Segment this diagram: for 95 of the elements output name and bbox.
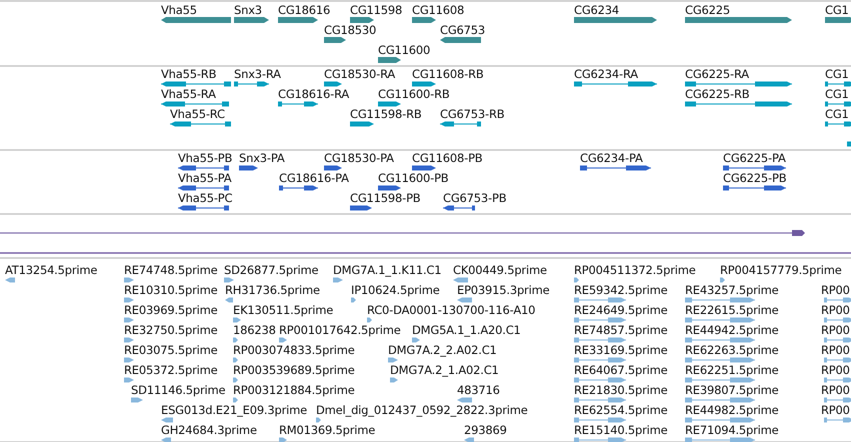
- feature-label: RP00: [821, 323, 850, 337]
- feature-label: RE32750.5prime: [124, 323, 218, 337]
- feature-label: Vha55-PC: [178, 191, 232, 205]
- feature-label: CG18616-RA: [278, 87, 350, 101]
- feature-label: SD11146.5prime: [131, 383, 226, 397]
- feature-label: RE74857.5prime: [574, 323, 668, 337]
- feature-label: CG11608-PB: [412, 151, 482, 165]
- feature-label: AT13254.5prime: [5, 263, 98, 277]
- feature-label: IP10624.5prime: [351, 283, 440, 297]
- feature-label: RE03075.5prime: [124, 343, 218, 357]
- feature-label: Vha55-RB: [161, 67, 216, 81]
- feature-label: RE74748.5prime: [124, 263, 218, 277]
- feature-label: CG6225-PB: [723, 171, 786, 185]
- feature-label: CG1: [825, 67, 849, 81]
- feature-label: Snx3-PA: [239, 151, 285, 165]
- feature-label: RE21830.5prime: [574, 383, 668, 397]
- feature-label: Vha55-PB: [178, 151, 232, 165]
- feature-label: RE39807.5prime: [685, 383, 779, 397]
- feature-label: RP004157779.5prime: [720, 263, 842, 277]
- feature-label: RM01369.5prime: [279, 423, 376, 437]
- feature-label: CG11598-RB: [350, 107, 422, 121]
- feature-label: CG6234-RA: [574, 67, 638, 81]
- feature-label: CG6234-PA: [580, 151, 643, 165]
- feature-label: CG6225-RA: [685, 67, 749, 81]
- feature-label: ESG013d.E21_E09.3prime: [161, 403, 308, 417]
- feature-label: CG18530: [324, 23, 376, 37]
- feature-label: CK00449.5prime: [453, 263, 547, 277]
- feature-label: Vha55: [161, 3, 197, 17]
- feature-label: 293869: [464, 423, 507, 437]
- feature-label: CG1: [825, 3, 849, 17]
- feature-label: SD26877.5prime: [224, 263, 318, 277]
- feature-label: RE05372.5prime: [124, 363, 218, 377]
- feature-label: RP003074833.5prime: [233, 343, 355, 357]
- feature-label: CG1: [825, 87, 849, 101]
- feature-label: RE03969.5prime: [124, 303, 218, 317]
- feature-label: CG11600: [378, 43, 430, 57]
- feature-label: RP001017642.5prime: [279, 323, 401, 337]
- feature-label: CG6225: [685, 3, 730, 17]
- feature-label: RE71094.5prime: [685, 423, 779, 437]
- feature-label: RE33169.5prime: [574, 343, 668, 357]
- feature-label: RE22615.5prime: [685, 303, 779, 317]
- feature-label: RP00: [821, 363, 850, 377]
- feature-label: CG11598: [350, 3, 402, 17]
- feature-label: RE59342.5prime: [574, 283, 668, 297]
- feature-label: CG6234: [574, 3, 620, 17]
- feature-label: CG18616: [278, 3, 330, 17]
- feature-label: RH31736.5prime: [225, 283, 320, 297]
- feature-label: RE24649.5prime: [574, 303, 668, 317]
- feature-label: RE43257.5prime: [685, 283, 779, 297]
- feature-label: RE64067.5prime: [574, 363, 668, 377]
- feature-label: EP03915.3prime: [457, 283, 550, 297]
- feature-label: RP004511372.5prime: [574, 263, 696, 277]
- feature-label: RP003121884.5prime: [233, 383, 355, 397]
- feature-label: DMG5A.1_1.A20.C1: [412, 323, 521, 337]
- feature-label: CG18616-PA: [279, 171, 349, 185]
- feature-label: RC0-DA0001-130700-116-A10: [367, 303, 536, 317]
- feature-label: CG11598-PB: [350, 191, 420, 205]
- feature-label: Dmel_dig_012437_0592_2822.3prime: [316, 403, 528, 417]
- feature-label: RE10310.5prime: [124, 283, 218, 297]
- feature-label: Snx3: [234, 3, 262, 17]
- feature-label: CG11608: [412, 3, 464, 17]
- feature-label: CG6225-RB: [685, 87, 750, 101]
- feature-label: CG6753-PB: [443, 191, 506, 205]
- feature-label: RE44982.5prime: [685, 403, 779, 417]
- feature-label: DMG7A.2_1.A02.C1: [390, 363, 499, 377]
- feature-label: DMG7A.1_1.K11.C1: [333, 263, 442, 277]
- feature-label: 483716: [457, 383, 500, 397]
- feature-label: RP00: [821, 383, 850, 397]
- feature-label: RE44942.5prime: [685, 323, 779, 337]
- feature-label: CG11600-PB: [378, 171, 448, 185]
- feature-label: Vha55-PA: [178, 171, 232, 185]
- feature-label: CG6753-RB: [440, 107, 504, 121]
- feature-label: 186238: [233, 323, 276, 337]
- feature-label: RP00: [821, 283, 850, 297]
- feature-label: CG11600-RB: [378, 87, 450, 101]
- feature-label: CG18530-PA: [324, 151, 394, 165]
- feature-label: DMG7A.2_2.A02.C1: [388, 343, 497, 357]
- feature-label: CG1: [825, 107, 849, 121]
- feature-label: RE15140.5prime: [574, 423, 668, 437]
- feature-label: Snx3-RA: [234, 67, 281, 81]
- feature-label: RE62554.5prime: [574, 403, 668, 417]
- feature-label: CG18530-RA: [324, 67, 396, 81]
- feature-label: Vha55-RC: [170, 107, 225, 121]
- feature-label: RP00: [821, 343, 850, 357]
- feature-label: RP00: [821, 403, 850, 417]
- feature-label: CG6753: [440, 23, 486, 37]
- feature-label: GH24684.3prime: [161, 423, 257, 437]
- feature-label: Vha55-RA: [161, 87, 216, 101]
- feature-label: EK130511.5prime: [233, 303, 334, 317]
- feature-label: RP003539689.5prime: [233, 363, 355, 377]
- feature-label: RE62263.5prime: [685, 343, 779, 357]
- feature-label: RE62251.5prime: [685, 363, 779, 377]
- feature-label: CG6225-PA: [723, 151, 786, 165]
- feature-label: RP00: [821, 303, 850, 317]
- feature-label: CG11608-RB: [412, 67, 484, 81]
